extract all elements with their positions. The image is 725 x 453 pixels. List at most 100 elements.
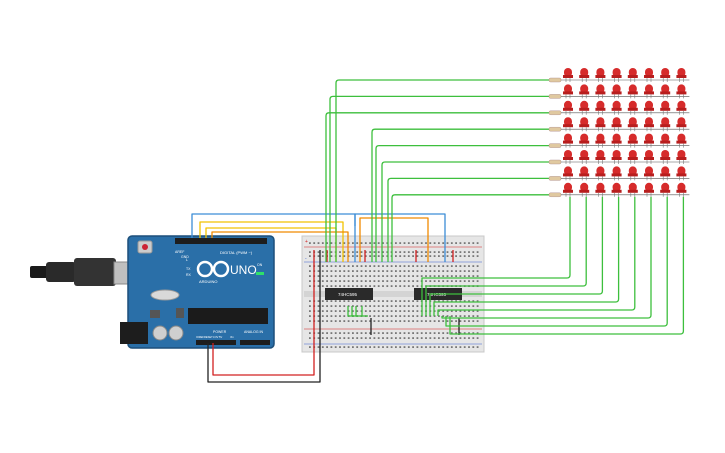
led[interactable] [644,182,654,197]
led[interactable] [676,117,687,132]
green-wire-row[interactable] [371,128,549,262]
green-wire-column[interactable] [449,196,685,335]
green-wire-row[interactable] [325,112,549,262]
green-wire-row[interactable] [329,95,549,262]
wire-5v-red[interactable] [212,250,315,376]
led[interactable] [676,84,687,99]
wire-gnd-black[interactable] [207,250,321,383]
led[interactable] [595,133,606,148]
led[interactable] [676,150,687,164]
led[interactable] [595,117,606,132]
green-wire-row[interactable] [335,79,549,262]
green-wire-column[interactable] [425,196,587,316]
led[interactable] [611,84,622,99]
green-wire-row[interactable] [391,194,549,262]
led[interactable] [660,84,671,99]
wire-blue-1[interactable] [191,213,356,262]
led[interactable] [611,166,622,181]
led[interactable] [563,84,573,99]
green-wire-column[interactable] [441,196,652,319]
led[interactable] [595,166,606,181]
wire-orange-2[interactable] [359,217,429,262]
led[interactable] [563,68,573,82]
led[interactable] [579,100,590,115]
green-wire-short[interactable] [355,306,362,317]
led[interactable] [676,166,687,181]
led[interactable] [595,84,606,99]
led[interactable] [611,100,622,115]
led[interactable] [660,100,671,115]
led[interactable] [611,150,622,164]
led[interactable] [660,182,671,197]
led[interactable] [563,117,573,132]
led[interactable] [563,166,573,181]
led[interactable] [627,68,638,82]
led[interactable] [644,166,654,181]
led[interactable] [644,117,654,132]
led[interactable] [579,84,590,99]
green-wire-short[interactable] [361,306,368,317]
led[interactable] [644,100,654,115]
led[interactable] [563,150,573,164]
resistor[interactable] [548,110,562,116]
led[interactable] [644,150,654,164]
led[interactable] [579,150,590,164]
led[interactable] [611,133,622,148]
led[interactable] [595,68,606,82]
led[interactable] [611,68,622,82]
wire-yellow-1[interactable] [199,221,344,262]
arduino-uno-board[interactable]: UNO ARDUINO DIGITAL (PWM ~) AREF GND L T… [120,235,275,349]
green-wire-row[interactable] [387,177,549,262]
led[interactable] [611,117,622,132]
led[interactable] [660,117,671,132]
wire-orange-1[interactable] [211,231,349,262]
led[interactable] [627,133,638,148]
resistor[interactable] [548,77,562,83]
green-wire-column[interactable] [445,196,668,327]
led[interactable] [595,150,606,164]
green-wire-column[interactable] [433,196,620,316]
wire-blue-2[interactable] [354,213,446,262]
breadboard-hole [463,310,466,312]
led[interactable] [627,100,638,115]
led[interactable] [660,150,671,164]
led[interactable] [627,182,638,197]
green-wire-column[interactable] [421,196,571,316]
resistor[interactable] [548,94,562,99]
led[interactable] [563,100,573,115]
led[interactable] [644,68,654,82]
led[interactable] [627,84,638,99]
led[interactable] [579,117,590,132]
led[interactable] [676,68,687,82]
resistor[interactable] [548,192,562,198]
resistor[interactable] [548,176,562,181]
led[interactable] [563,133,573,148]
led[interactable] [611,182,622,197]
led[interactable] [644,84,654,99]
led[interactable] [579,68,590,82]
led[interactable] [595,100,606,115]
green-wire-row[interactable] [381,161,549,262]
green-wire-column[interactable] [437,196,636,316]
led[interactable] [644,133,654,148]
led[interactable] [563,182,573,197]
green-wire-row[interactable] [375,144,549,262]
resistor[interactable] [548,143,562,148]
led[interactable] [676,100,687,115]
led[interactable] [660,68,671,82]
led[interactable] [660,133,671,148]
led[interactable] [676,182,687,197]
led[interactable] [579,182,590,197]
shift-register-chip-1[interactable] [325,288,373,300]
led[interactable] [595,182,606,197]
green-wire-column[interactable] [429,196,604,316]
resistor[interactable] [548,126,562,132]
led[interactable] [579,133,590,148]
led[interactable] [627,166,638,181]
led[interactable] [579,166,590,181]
led[interactable] [676,133,687,148]
led[interactable] [627,117,638,132]
resistor[interactable] [548,159,562,165]
led[interactable] [627,150,638,164]
led[interactable] [660,166,671,181]
